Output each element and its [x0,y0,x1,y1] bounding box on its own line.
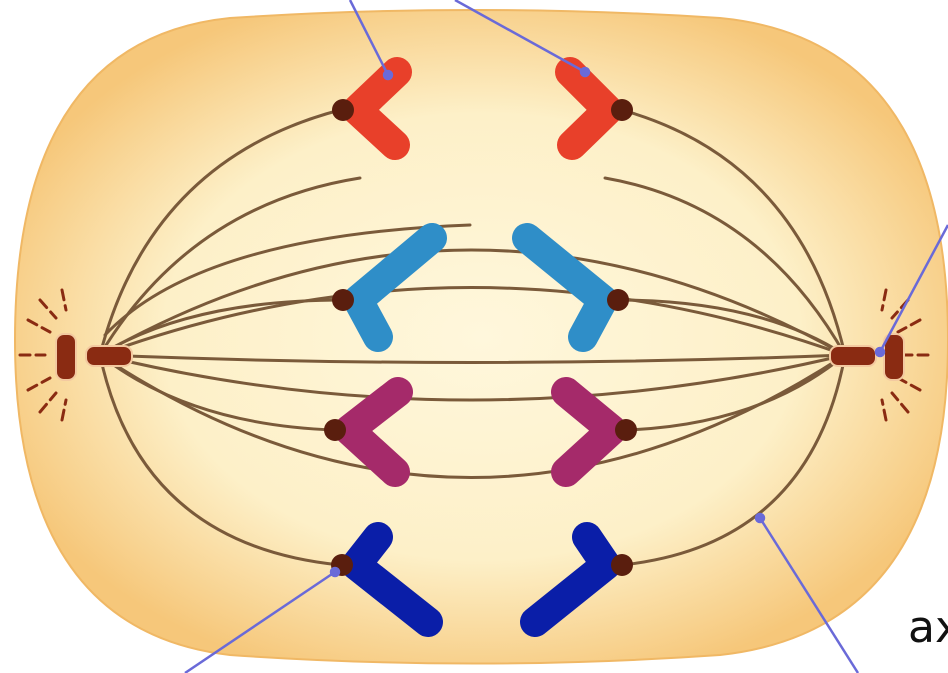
centriole-left-vertical [55,333,77,381]
centrioles [55,333,905,381]
spindle-fiber [620,108,847,357]
centromere [615,419,637,441]
spindle-fiber [103,223,472,337]
chromosome-lightblue-left [343,223,447,352]
pointer-dot [874,346,886,358]
chromosome-darkblue-right [520,522,621,637]
chromosome-red-left [342,57,412,160]
aster-right [880,288,930,422]
centromere [607,289,629,311]
pointer-line [454,0,586,74]
pointer-dot [382,69,394,81]
chromosome-red-right [555,57,623,160]
spindle-fiber [98,286,847,357]
spindle-fiber [98,248,847,357]
centriole-right-horizontal [829,345,877,367]
spindle-fiber [98,353,342,567]
centriole-left-horizontal [85,345,133,367]
spindle-fiber [98,353,847,364]
spindle-fiber [620,353,847,567]
aster-left [18,288,68,422]
spindle-fiber [98,108,342,357]
centromere [332,289,354,311]
chromosome-magenta-right [551,377,627,487]
chromosome-magenta-left [334,377,413,487]
axis-label-partial: ax [908,602,948,653]
centromere [324,419,346,441]
spindle-fiber [603,176,847,357]
pointer-line [184,570,336,673]
pointer-dot [754,512,766,524]
spindle-fiber [98,353,847,402]
centromere [611,99,633,121]
spindle-fiber [98,353,847,479]
chromosome-darkblue-left [341,522,443,637]
centriole-right-vertical [883,333,905,381]
pointer-dot [329,566,341,578]
spindle-fibers [98,108,847,567]
chromosome-lightblue-right [512,223,618,352]
centromere [332,99,354,121]
pointer-dot [579,66,591,78]
pointer-line [878,224,948,353]
pointer-line [348,0,390,76]
pointer-line [758,517,860,673]
centromere [611,554,633,576]
cell-membrane [13,9,948,665]
